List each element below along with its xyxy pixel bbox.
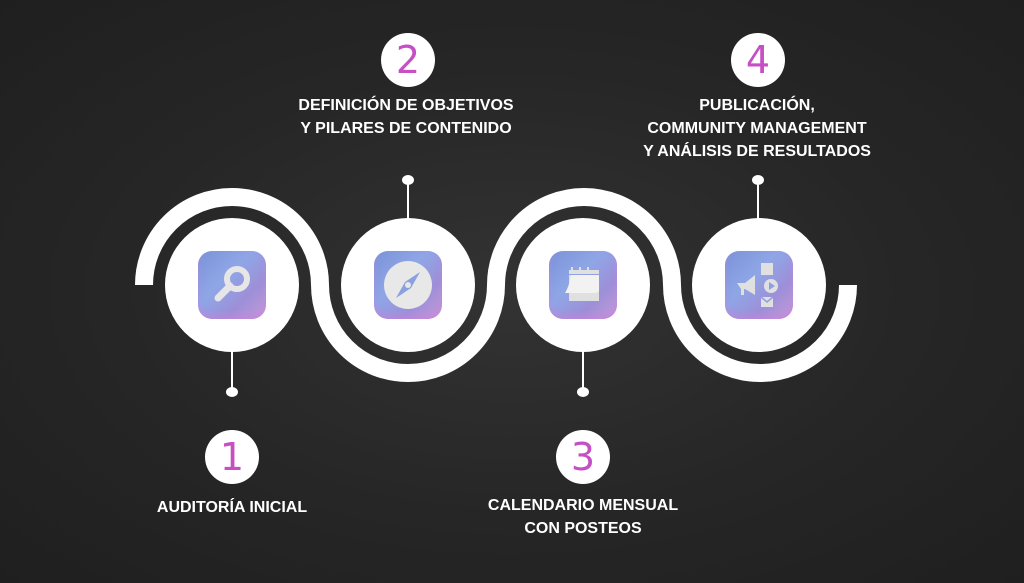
- calendar-icon: [549, 251, 617, 319]
- step-3-number: 3: [556, 430, 610, 484]
- step-4-number: 4: [731, 33, 785, 87]
- compass-icon: [374, 251, 442, 319]
- magnifier-icon: [198, 251, 266, 319]
- step-1-label: AUDITORÍA INICIAL: [156, 499, 308, 516]
- step-2-number: 2: [381, 33, 435, 87]
- step-1-number: 1: [205, 430, 259, 484]
- megaphone-media-icon: [725, 251, 793, 319]
